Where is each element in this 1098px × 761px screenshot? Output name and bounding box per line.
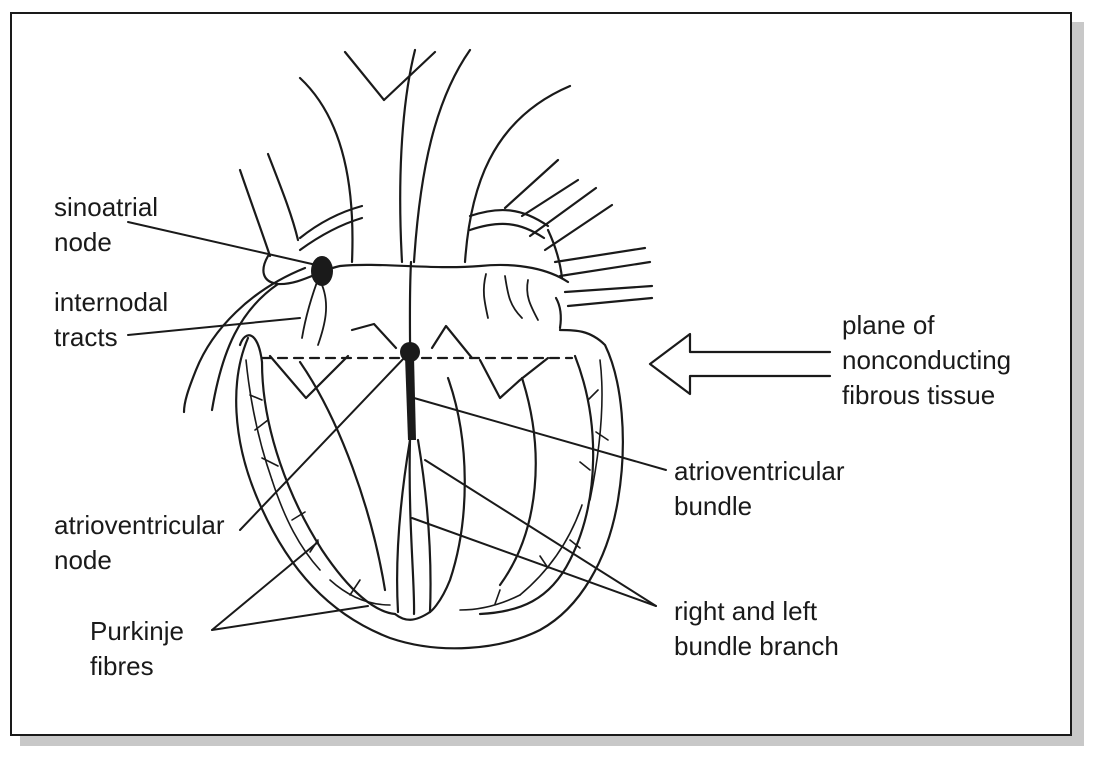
label-fibrous-plane: plane of nonconducting fibrous tissue xyxy=(842,310,1012,410)
pulmonary-vessels xyxy=(468,158,654,330)
label-purkinje-fibres: Purkinje fibres xyxy=(90,616,184,681)
leader-sinoatrial xyxy=(127,221,313,265)
diagram-frame xyxy=(10,12,1072,736)
label-sinoatrial-node: sinoatrial node xyxy=(54,192,159,257)
heart-outline xyxy=(182,254,624,650)
septum xyxy=(393,260,432,621)
label-internodal-tracts: internodal tracts xyxy=(54,287,169,352)
sinoatrial-node-mark xyxy=(311,256,333,286)
ventricle-chambers xyxy=(298,360,537,614)
fibrous-plane-arrow xyxy=(648,332,832,396)
atrioventricular-bundle-mark xyxy=(405,356,416,440)
leader-left-branch xyxy=(411,517,657,607)
leader-purkinje-2 xyxy=(211,605,369,631)
leader-av-bundle xyxy=(413,397,667,471)
valve-flaps xyxy=(268,322,550,400)
leader-lines xyxy=(127,221,667,631)
leader-right-branch xyxy=(424,459,657,607)
great-vessels xyxy=(238,48,572,264)
label-bundle-branch: right and left bundle branch xyxy=(674,596,839,661)
label-av-bundle: atrioventricular bundle xyxy=(674,456,845,521)
leader-purkinje-1 xyxy=(211,541,319,631)
internodal-tracts xyxy=(301,273,539,346)
label-av-node: atrioventricular node xyxy=(54,510,225,575)
leader-internodal xyxy=(127,317,301,336)
leader-av-node xyxy=(239,355,407,531)
